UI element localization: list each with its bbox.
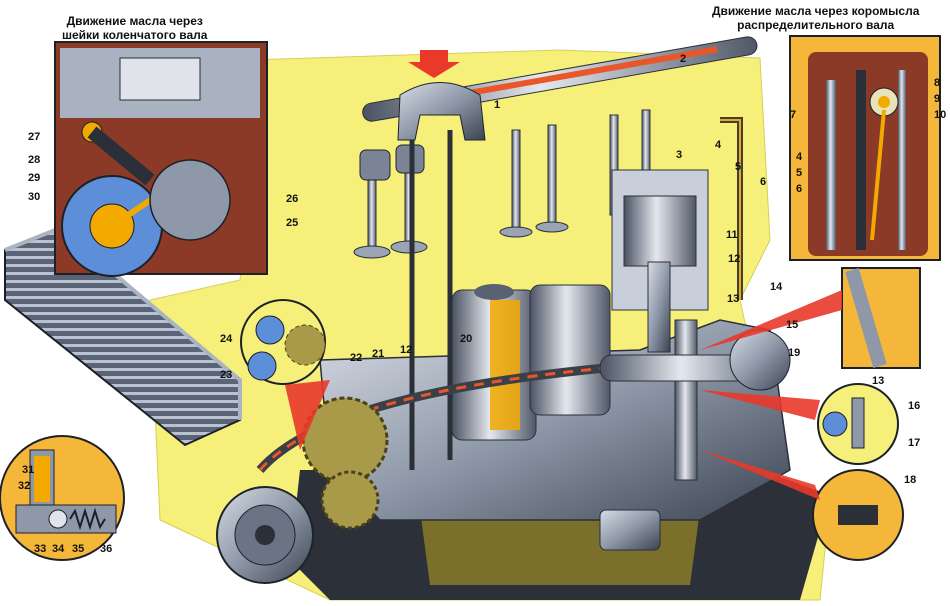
callout-main-11: 19	[788, 347, 800, 359]
oil-line-rocker-flow	[720, 119, 741, 300]
callout-main-3: 4	[715, 139, 722, 151]
callout-main-2: 3	[676, 149, 682, 161]
callout-small_insets-3: 18	[904, 474, 916, 486]
callout-main-16: 23	[220, 369, 232, 381]
callout-crank_inset-3: 30	[28, 191, 40, 203]
distributor-shaft	[674, 319, 698, 481]
callout-rocker_inset-5: 5	[796, 167, 802, 179]
oil-filter-left-oil	[490, 300, 520, 430]
callout-valve_inset-1: 32	[18, 480, 30, 492]
callout-rocker_inset-6: 6	[796, 183, 802, 195]
callout-main-8: 13	[727, 293, 739, 305]
pointer-wedge-2	[700, 390, 820, 420]
callout-small_insets-2: 17	[908, 437, 920, 449]
callout-main-7: 12	[728, 253, 740, 265]
callout-main-0: 1	[494, 99, 500, 111]
callout-main-12: 20	[460, 333, 472, 345]
callout-main-17: 24	[220, 333, 233, 345]
rocker-caption-line1: Движение масла через коромысла	[712, 4, 920, 18]
callout-rocker_inset-0: 7	[790, 109, 796, 121]
callout-small_insets-0: 13	[872, 375, 884, 387]
rocker-caption-line2: распределительного вала	[737, 18, 895, 32]
radiator-frame	[4, 225, 242, 420]
oil-filter-right	[529, 284, 611, 416]
pressure-valve-inset	[0, 435, 125, 561]
valve-heads	[353, 221, 569, 259]
push-rods	[409, 130, 453, 470]
callout-main-9: 14	[770, 281, 783, 293]
callout-rocker_inset-3: 10	[934, 109, 946, 121]
callout-main-4: 5	[735, 161, 741, 173]
callout-main-15: 22	[350, 352, 362, 364]
crankshaft-caption-line1: Движение масла через	[66, 14, 203, 28]
piston	[623, 195, 697, 267]
callout-main-5: 6	[760, 176, 766, 188]
callout-small_insets-1: 16	[908, 400, 920, 412]
callout-valve_inset-5: 36	[100, 543, 112, 555]
callout-crank_inset-0: 27	[28, 131, 40, 143]
callout-crank_inset-4: 26	[286, 193, 298, 205]
callout-rocker_inset-4: 4	[796, 151, 803, 163]
callout-valve_inset-4: 35	[72, 543, 84, 555]
rocker-inset	[789, 35, 941, 261]
callout-crank_inset-1: 28	[28, 154, 40, 166]
callout-valve_inset-0: 31	[22, 464, 34, 476]
crankshaft-caption: Движение масла через шейки коленчатого в…	[62, 14, 207, 42]
filter-cap	[474, 284, 514, 300]
callout-main-14: 21	[372, 348, 384, 360]
crankshaft-inset	[54, 41, 268, 277]
crankshaft-caption-line2: шейки коленчатого вала	[62, 28, 208, 42]
callout-main-6: 11	[726, 229, 738, 241]
pointer-wedge-4	[700, 290, 842, 350]
callout-valve_inset-3: 34	[52, 543, 65, 555]
rocker-caption: Движение масла через коромысла распредел…	[712, 4, 919, 32]
callout-valve_inset-2: 33	[34, 543, 46, 555]
callout-main-1: 2	[680, 53, 686, 65]
oil-pump-gear	[320, 470, 380, 530]
pointer-wedge-1	[285, 380, 330, 450]
main-oil-line-flow	[258, 363, 641, 471]
pointer-wedge-3	[700, 450, 820, 500]
callout-crank_inset-5: 25	[286, 217, 298, 229]
rocker-shaft-oil	[421, 46, 718, 105]
connecting-rod	[647, 261, 671, 353]
callout-main-13: 12	[400, 344, 412, 356]
oil-pump-body	[599, 509, 661, 551]
callout-main-10: 15	[786, 319, 798, 331]
callout-rocker_inset-1: 8	[934, 77, 940, 89]
callout-crank_inset-2: 29	[28, 172, 40, 184]
rocker-bracket	[397, 82, 486, 141]
flow-arrow-down	[408, 50, 460, 78]
callout-rocker_inset-2: 9	[934, 93, 940, 105]
